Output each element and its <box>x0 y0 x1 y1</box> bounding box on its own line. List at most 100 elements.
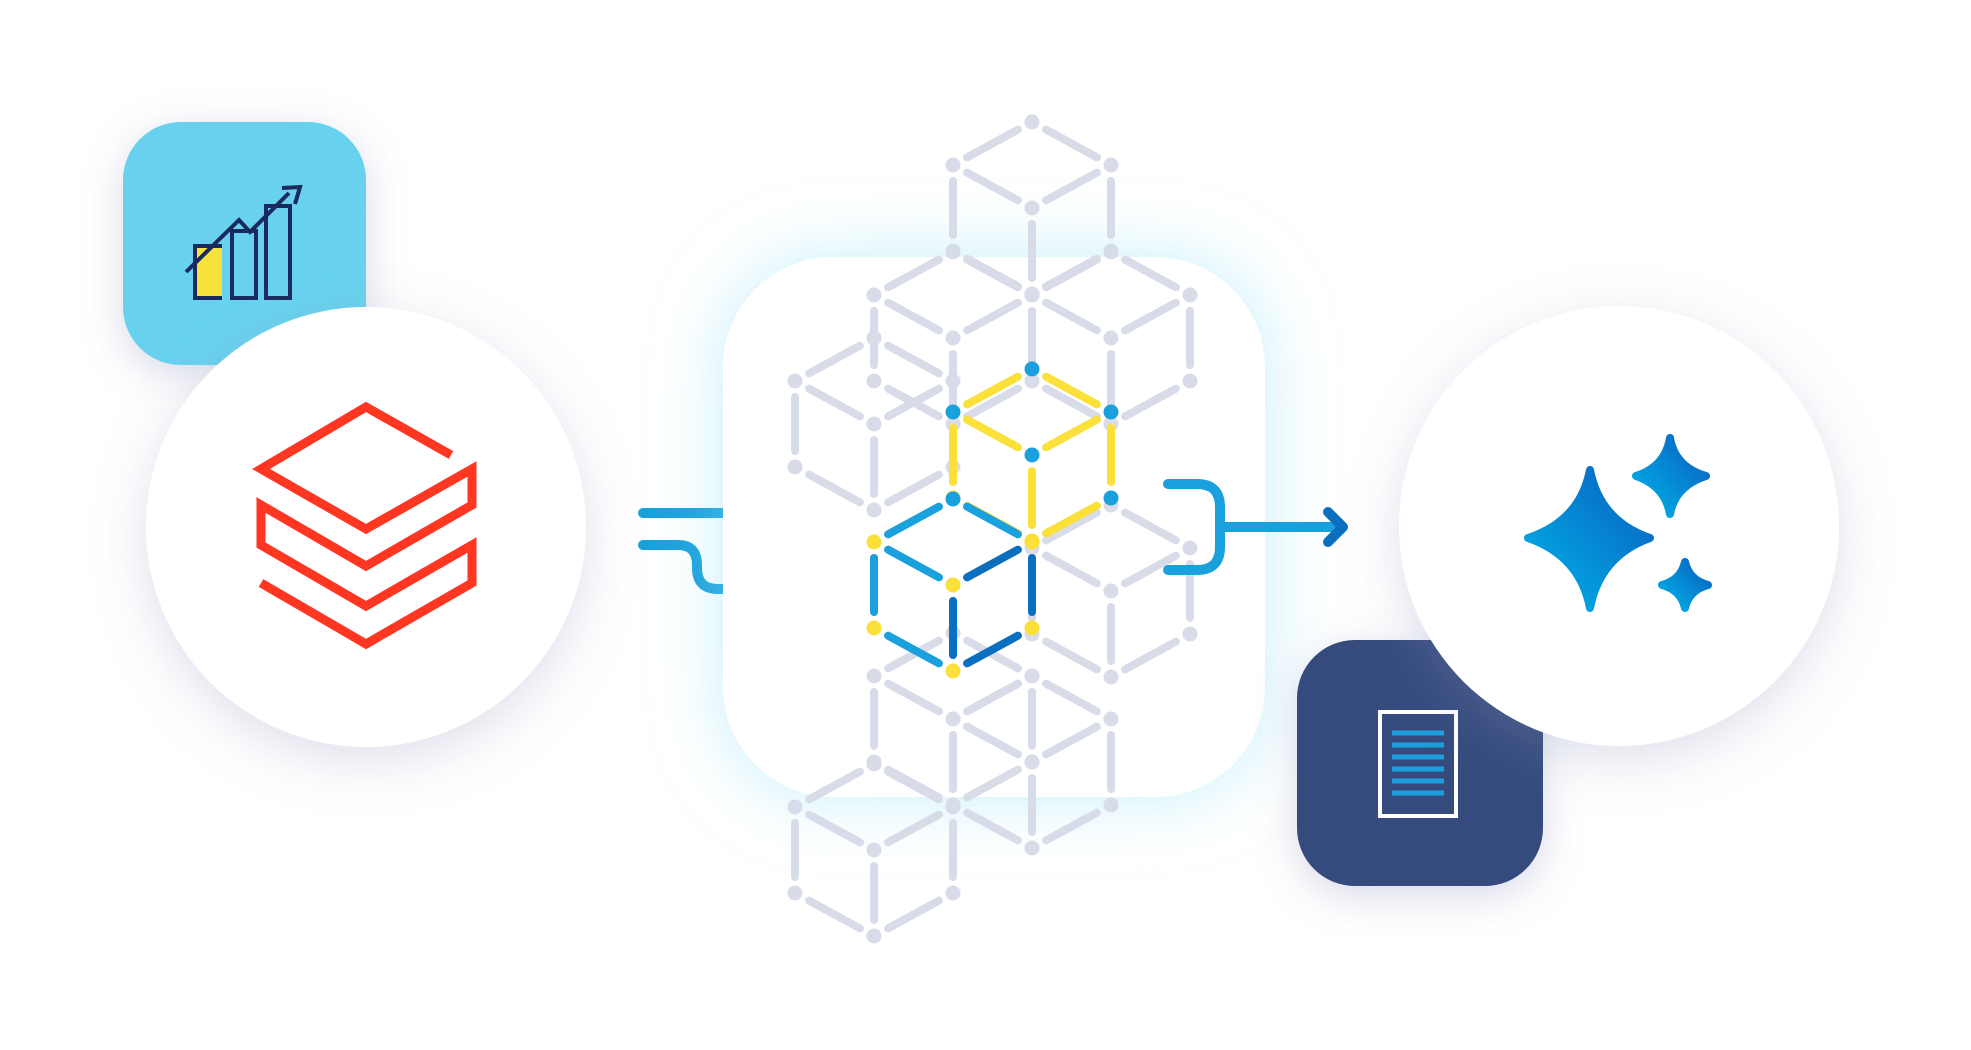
lattice-node <box>1024 447 1040 463</box>
lattice-node <box>1024 114 1040 130</box>
lattice-node <box>866 416 882 432</box>
lattice-node <box>1024 287 1040 303</box>
lattice-bond <box>1042 298 1101 335</box>
lattice-node <box>787 799 803 815</box>
document-tile <box>1297 640 1543 886</box>
lattice-node <box>866 330 882 346</box>
lattice-node <box>1024 534 1040 550</box>
lattice-bond <box>805 896 864 933</box>
lattice-bond <box>1042 255 1101 292</box>
lattice-bond <box>884 636 943 673</box>
lattice-bond <box>1042 415 1101 452</box>
lattice-bond <box>1042 637 1101 674</box>
lattice-bond <box>884 470 943 507</box>
lattice-node <box>945 244 961 260</box>
lattice-node <box>866 756 882 772</box>
lattice-node <box>1024 668 1040 684</box>
lattice-bond <box>963 636 1022 673</box>
lattice-node <box>1103 157 1119 173</box>
lattice-node <box>1103 711 1119 727</box>
lattice-node <box>1103 330 1119 346</box>
lattice-bond <box>963 765 1022 802</box>
lattice-bond <box>1042 501 1101 538</box>
lattice-bond <box>963 255 1022 292</box>
lattice-bond <box>805 767 864 804</box>
lattice-node <box>1024 620 1040 636</box>
lattice-bond <box>963 631 1022 668</box>
lattice-bond <box>884 679 943 716</box>
lattice-bond <box>805 384 864 421</box>
molecular-lattice-icon <box>787 114 1198 944</box>
lattice-node <box>866 502 882 518</box>
lattice-node <box>1024 200 1040 216</box>
lattice-bond <box>963 415 1022 452</box>
lattice-node <box>945 711 961 727</box>
lattice-bond <box>805 341 864 378</box>
lattice-node <box>1103 244 1119 260</box>
lattice-bond <box>1042 808 1101 845</box>
lattice-bond <box>884 384 943 421</box>
lattice-node <box>787 885 803 901</box>
databricks-layers-logo <box>252 401 477 650</box>
lattice-bond <box>1042 679 1101 716</box>
lattice-node <box>945 799 961 815</box>
lattice-node <box>945 157 961 173</box>
lattice-bond <box>963 808 1022 845</box>
lattice-node <box>866 668 882 684</box>
lattice-bond <box>1042 384 1101 421</box>
bar-chart-trend-up-icon <box>184 184 303 300</box>
lattice-node <box>787 459 803 475</box>
lattice-bond <box>1121 637 1180 674</box>
lattice-bond <box>1121 255 1180 292</box>
lattice-bond <box>1121 508 1180 545</box>
lattice-node <box>945 885 961 901</box>
lattice-node <box>1024 754 1040 770</box>
lattice-node <box>1103 583 1119 599</box>
lattice-node <box>1103 404 1119 420</box>
lattice-node <box>866 928 882 944</box>
lattice-node <box>1024 840 1040 856</box>
lattice-bond <box>1121 551 1180 588</box>
lattice-bond <box>884 810 943 847</box>
lattice-bond <box>1121 298 1180 335</box>
lattice-node <box>1182 626 1198 642</box>
lattice-node <box>866 620 882 636</box>
lattice-node <box>945 577 961 593</box>
lattice-bond <box>805 470 864 507</box>
lattice-node <box>866 534 882 550</box>
lattice-bond <box>963 545 1022 582</box>
sparkles-icon <box>1524 434 1712 612</box>
lattice-bond <box>963 722 1022 759</box>
lattice-node <box>1182 373 1198 389</box>
lattice-bond <box>884 502 943 539</box>
lattice-bond <box>805 810 864 847</box>
lattice-bond <box>884 631 943 668</box>
lattice-bond <box>1042 551 1101 588</box>
lattice-tile <box>723 257 1265 797</box>
lattice-node <box>1182 287 1198 303</box>
lattice-bond <box>963 168 1022 205</box>
lattice-node <box>866 287 882 303</box>
lattice-bond <box>963 502 1022 539</box>
lattice-node <box>1103 797 1119 813</box>
lattice-bond <box>1042 125 1101 162</box>
lattice-bond <box>884 255 943 292</box>
lattice-node <box>945 404 961 420</box>
lattice-bond <box>1042 372 1101 409</box>
lattice-node <box>1103 669 1119 685</box>
lattice-node <box>1182 540 1198 556</box>
lattice-bond <box>884 545 943 582</box>
lattice-bond <box>884 298 943 335</box>
lattice-node <box>1103 490 1119 506</box>
lattice-bond <box>1042 508 1101 545</box>
lattice-bond <box>963 384 1022 421</box>
lattice-node <box>787 373 803 389</box>
lattice-node <box>945 491 961 507</box>
lattice-node <box>1024 361 1040 377</box>
lattice-bond <box>963 679 1022 716</box>
lattice-bond <box>1042 168 1101 205</box>
lattice-bond <box>963 298 1022 335</box>
lattice-node <box>866 373 882 389</box>
lattice-bond <box>1042 722 1101 759</box>
